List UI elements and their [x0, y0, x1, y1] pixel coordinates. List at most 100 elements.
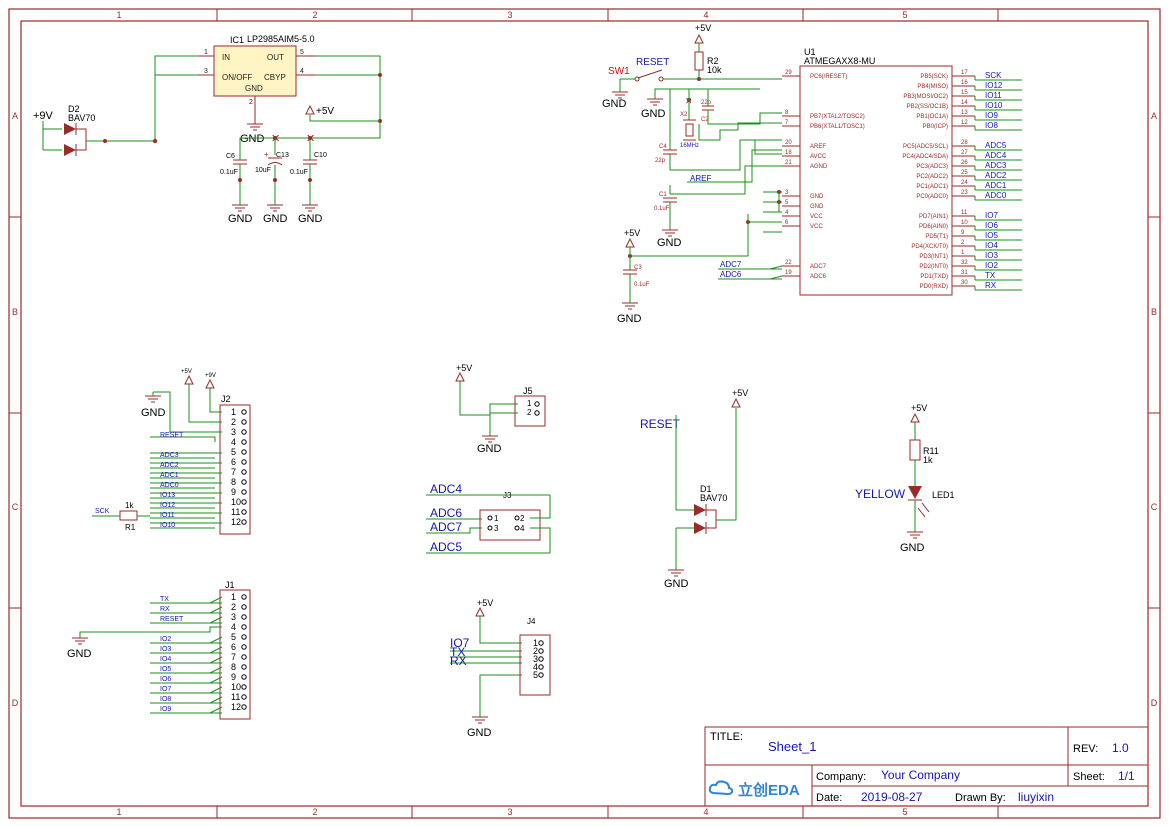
- diode-d2[interactable]: [64, 123, 87, 156]
- u1-pin-name: PC1(ADC1): [916, 184, 948, 190]
- capacitor-c10[interactable]: [303, 159, 317, 165]
- reset-switch-sw1[interactable]: [634, 69, 664, 82]
- j2-pin-number: 10: [231, 497, 241, 507]
- zone-row-label: C: [12, 502, 19, 512]
- drawn-by-value: liuyixin: [1018, 790, 1054, 804]
- zone-column-label: 1: [116, 10, 121, 20]
- lceda-logo: 立创EDA: [708, 780, 800, 799]
- u1-pin-number: 10: [961, 220, 968, 226]
- j1-ref: J1: [225, 580, 235, 590]
- j2-net-label: ADC1: [160, 472, 179, 479]
- u1-pin-name: PC2(ADC2): [916, 174, 948, 180]
- u1-pin-name: PD0(RXD): [920, 284, 948, 290]
- u1-pin-name: PB0(ICP): [923, 124, 948, 130]
- u1-pin-name: PD5(T1): [925, 234, 948, 240]
- led1[interactable]: [908, 486, 930, 518]
- logo-text: 立创EDA: [738, 781, 800, 799]
- header-j2-block: +5V +9V GND J2 123RESET45ADC36ADC27ADC18…: [92, 369, 251, 535]
- u1-pin-name: PD3(INT1): [919, 254, 948, 260]
- j1-net-label: IO3: [160, 646, 171, 653]
- c2-value: 22p: [701, 100, 712, 106]
- ground-symbol: [668, 569, 684, 577]
- zone-column-label: 2: [312, 10, 317, 20]
- u1-pin-number: 25: [961, 170, 968, 176]
- u1-pin-number: 22: [785, 260, 792, 266]
- j2-pin-number: 7: [231, 467, 236, 477]
- ground-symbol: [302, 204, 318, 212]
- j4-pin-number: 5: [533, 670, 538, 680]
- connector-j3[interactable]: [479, 509, 541, 541]
- gnd-label: GND: [657, 237, 682, 249]
- j2-net-label: ADC3: [160, 452, 179, 459]
- led1-net-yellow: YELLOW: [855, 487, 906, 501]
- d1-value: BAV70: [700, 493, 727, 503]
- capacitor-c4[interactable]: [663, 149, 677, 155]
- j3-net-adc4: ADC4: [430, 482, 462, 496]
- j3-pin-1: 1: [494, 514, 499, 523]
- resistor-r1[interactable]: [119, 510, 138, 521]
- u1-pin-name: PC5(ADC5/SCL): [903, 144, 948, 150]
- c13-value: 10uF: [255, 167, 271, 174]
- u1-pin-name: PB5(SCK): [920, 74, 948, 80]
- connector-j2[interactable]: [219, 404, 251, 535]
- u1-pin-name: PC0(ADC0): [916, 194, 948, 200]
- title-label: TITLE:: [710, 731, 743, 743]
- crystal-x2[interactable]: [683, 119, 696, 141]
- ic1-ref: IC1: [230, 35, 244, 45]
- zone-row-label: C: [1151, 502, 1158, 512]
- u1-pin-number: 21: [785, 160, 792, 166]
- connector-j5[interactable]: [514, 395, 546, 427]
- u1-pin-number: 16: [961, 80, 968, 86]
- ic1-pin-in: IN: [222, 53, 230, 62]
- u1-net-label: TX: [985, 271, 996, 280]
- u1-pin-name: AREF: [810, 144, 826, 150]
- ground-symbol: [622, 302, 638, 310]
- u1-net-label: IO2: [985, 261, 998, 270]
- gnd-label: GND: [67, 648, 92, 660]
- ic1-pin5-num: 5: [300, 49, 304, 56]
- capacitor-c13[interactable]: +: [264, 150, 283, 166]
- d2-value: BAV70: [68, 113, 95, 123]
- u1-pin-number: 17: [961, 70, 968, 76]
- u1-pin-number: 4: [785, 210, 789, 216]
- gnd-label: GND: [298, 213, 323, 225]
- j1-net-label: RESET: [160, 616, 184, 623]
- mcu-u1[interactable]: [799, 65, 953, 296]
- gnd-label: GND: [467, 727, 492, 739]
- j4-net-io7: IO7: [450, 636, 470, 650]
- u1-pin-name: PB2(SS/OC1B): [907, 104, 948, 110]
- ic1-regulator[interactable]: [198, 45, 315, 110]
- diode-d1[interactable]: [694, 504, 717, 534]
- ic1-pin-cbyp: CBYP: [264, 73, 286, 82]
- capacitor-c1[interactable]: [663, 197, 677, 203]
- rev-label: REV:: [1073, 743, 1098, 755]
- c3-ref: C3: [634, 265, 642, 271]
- gnd-label: GND: [641, 108, 666, 120]
- j1-pin-number: 5: [231, 632, 236, 642]
- zone-column-label: 5: [902, 10, 907, 20]
- zone-column-label: 5: [902, 807, 907, 817]
- title-block: TITLE: Sheet_1 REV: 1.0 Company: Your Co…: [704, 726, 1149, 807]
- resistor-r11[interactable]: [909, 439, 921, 461]
- gnd-label: GND: [240, 133, 265, 145]
- j2-net-label: IO13: [160, 492, 175, 499]
- ground-symbol: [612, 91, 628, 99]
- u1-pin-number: 1: [961, 250, 965, 256]
- c6-value: 0.1uF: [220, 169, 238, 176]
- resistor-r2[interactable]: [694, 51, 704, 71]
- d2-ref: D2: [68, 104, 80, 114]
- connector-j4[interactable]: [519, 634, 551, 696]
- j1-pin-number: 6: [231, 642, 236, 652]
- j5-ref: J5: [523, 386, 533, 396]
- power-9v-label: +9V: [205, 373, 216, 379]
- u1-left-net-label: ADC6: [720, 270, 742, 279]
- capacitor-c2[interactable]: [702, 105, 714, 111]
- date-value: 2019-08-27: [861, 790, 923, 804]
- u1-pin-number: 8: [785, 110, 789, 116]
- u1-pin-number: 31: [961, 270, 968, 276]
- capacitor-c6[interactable]: [233, 159, 247, 165]
- gnd-label: GND: [228, 213, 253, 225]
- ic1-pin3-num: 3: [204, 68, 208, 75]
- connector-j1[interactable]: [219, 589, 251, 720]
